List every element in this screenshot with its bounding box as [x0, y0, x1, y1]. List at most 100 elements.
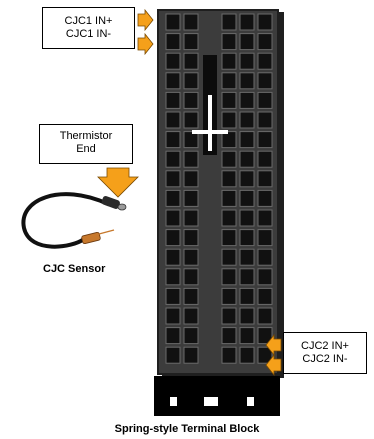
- terminal-slot: [257, 52, 273, 70]
- terminal-slot: [221, 229, 237, 247]
- terminal-slot: [221, 91, 237, 109]
- terminal-slot: [221, 189, 237, 207]
- cross-marker-horizontal: [192, 130, 228, 134]
- cjc1-in-plus-arrow-icon: [137, 8, 154, 32]
- terminal-slot: [183, 229, 199, 247]
- thermistor-label: Thermistor: [59, 130, 113, 142]
- terminal-slot: [239, 52, 255, 70]
- terminal-slot: [239, 346, 255, 364]
- terminal-slot: [257, 170, 273, 188]
- cjc2-in-minus-label: CJC2 IN-: [302, 353, 348, 365]
- terminal-slot: [257, 13, 273, 31]
- terminal-slot: [257, 268, 273, 286]
- terminal-slots: [165, 13, 273, 364]
- cjc2-callout: CJC2 IN+ CJC2 IN-: [283, 332, 367, 374]
- terminal-block: [154, 9, 284, 416]
- foot-tab-center: [204, 397, 218, 406]
- terminal-slot: [165, 268, 181, 286]
- terminal-slot: [183, 33, 199, 51]
- cjc1-in-plus-label: CJC1 IN+: [64, 15, 113, 27]
- sensor-ferrule: [81, 231, 101, 245]
- terminal-slot: [165, 72, 181, 90]
- terminal-slot: [239, 327, 255, 345]
- cjc2-in-minus-arrow-icon: [265, 353, 282, 377]
- terminal-slot: [183, 150, 199, 168]
- terminal-slot: [257, 209, 273, 227]
- thermistor-cap: [117, 203, 127, 211]
- terminal-slot: [165, 327, 181, 345]
- terminal-slot: [239, 170, 255, 188]
- terminal-slot: [221, 307, 237, 325]
- terminal-slot: [165, 131, 181, 149]
- terminal-slot: [257, 72, 273, 90]
- terminal-slot: [221, 33, 237, 51]
- thermistor-down-arrow-icon: [97, 167, 139, 198]
- cjc2-in-plus-arrow-icon: [265, 333, 282, 357]
- thermistor-sleeve: [101, 196, 120, 209]
- terminal-slot: [257, 33, 273, 51]
- terminal-slot: [221, 150, 237, 168]
- terminal-slot: [183, 131, 199, 149]
- terminal-slot: [239, 268, 255, 286]
- terminal-slot: [257, 327, 273, 345]
- terminal-slot: [221, 131, 237, 149]
- terminal-slot: [257, 307, 273, 325]
- terminal-slot: [239, 209, 255, 227]
- terminal-slot: [183, 111, 199, 129]
- terminal-slot: [221, 72, 237, 90]
- foot-tab-right: [247, 397, 254, 406]
- terminal-slot: [221, 170, 237, 188]
- terminal-slot: [165, 13, 181, 31]
- terminal-slot: [165, 248, 181, 266]
- terminal-slot: [221, 111, 237, 129]
- terminal-block-foot: [154, 376, 280, 416]
- cjc1-in-minus-arrow-icon: [137, 32, 154, 56]
- terminal-slot: [257, 189, 273, 207]
- terminal-slot: [165, 189, 181, 207]
- terminal-slot: [165, 111, 181, 129]
- cjc2-in-plus-label: CJC2 IN+: [301, 340, 349, 352]
- terminal-slot: [165, 33, 181, 51]
- cross-marker-vertical: [208, 95, 212, 151]
- terminal-slot: [183, 72, 199, 90]
- terminal-slot: [183, 307, 199, 325]
- terminal-slot: [183, 13, 199, 31]
- terminal-slot: [257, 150, 273, 168]
- terminal-slot: [165, 91, 181, 109]
- terminal-slot: [183, 327, 199, 345]
- terminal-slot: [183, 248, 199, 266]
- terminal-slot: [165, 52, 181, 70]
- terminal-slot: [221, 287, 237, 305]
- cjc-sensor-icon: [21, 192, 127, 249]
- terminal-slot: [183, 346, 199, 364]
- terminal-slot: [239, 33, 255, 51]
- sensor-lead-wire: [98, 229, 115, 235]
- sensor-cable: [21, 192, 110, 249]
- terminal-slot: [183, 189, 199, 207]
- thermistor-end-label: End: [76, 143, 96, 155]
- terminal-slot: [165, 346, 181, 364]
- terminal-slot: [183, 91, 199, 109]
- terminal-slot: [239, 72, 255, 90]
- terminal-slot: [165, 170, 181, 188]
- terminal-slot: [183, 268, 199, 286]
- terminal-slot: [183, 52, 199, 70]
- cjc1-callout: CJC1 IN+ CJC1 IN-: [42, 7, 135, 49]
- terminal-slot: [221, 327, 237, 345]
- terminal-slot: [239, 91, 255, 109]
- foot-tab-left: [170, 397, 177, 406]
- terminal-slot: [165, 229, 181, 247]
- terminal-slot: [239, 13, 255, 31]
- terminal-slot: [257, 229, 273, 247]
- terminal-slot: [257, 248, 273, 266]
- terminal-slot: [165, 307, 181, 325]
- thermistor-end-callout: Thermistor End: [39, 124, 133, 164]
- terminal-slot: [239, 307, 255, 325]
- terminal-slot: [239, 229, 255, 247]
- terminal-slot: [239, 287, 255, 305]
- terminal-slot: [257, 346, 273, 364]
- terminal-slot: [257, 111, 273, 129]
- terminal-slot: [221, 268, 237, 286]
- cjc1-in-minus-label: CJC1 IN-: [65, 28, 112, 40]
